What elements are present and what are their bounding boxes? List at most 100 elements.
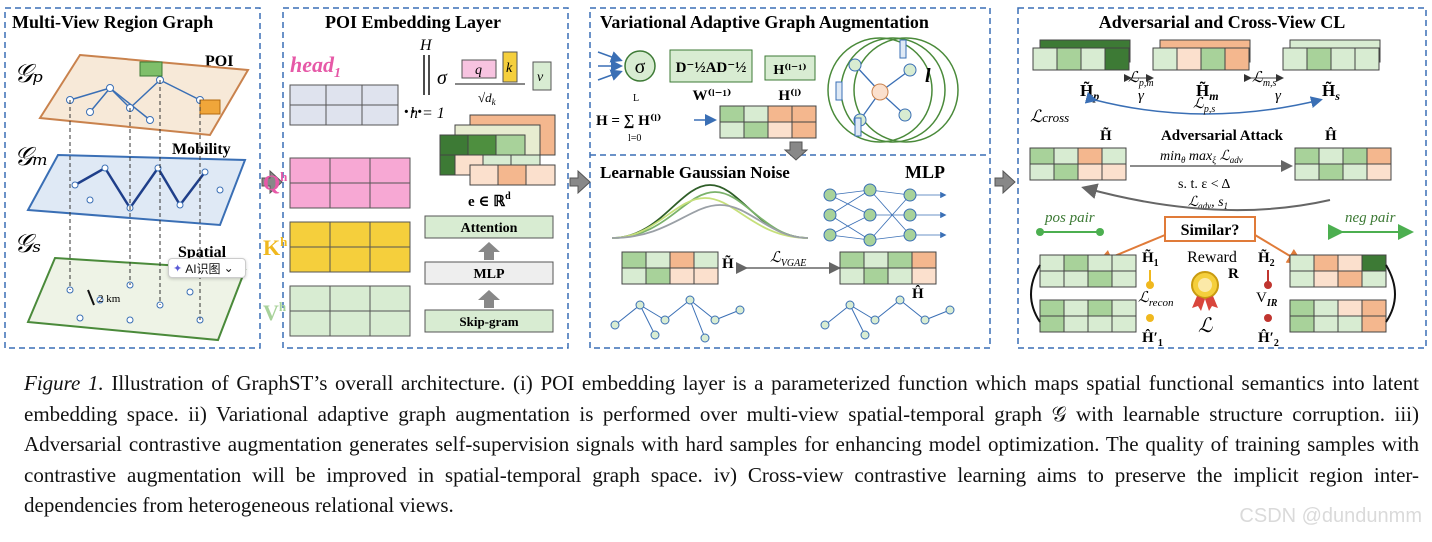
h2-vir-dot <box>1264 281 1272 289</box>
vir-label: VIR <box>1256 290 1278 309</box>
skipgram-label: Skip-gram <box>459 314 518 329</box>
sum-formula: H = ∑ H⁽ˡ⁾ <box>596 113 661 129</box>
constraint-label: s. t. ε < Δ <box>1178 177 1230 192</box>
v-label: v <box>537 70 544 85</box>
h2-label: H̃2 <box>1258 249 1275 269</box>
lrecon-label: ℒrecon <box>1138 290 1174 309</box>
left-graph-nodes <box>610 295 745 343</box>
gcn-feature-1 <box>835 81 843 101</box>
caption-label: Figure 1. <box>24 371 104 395</box>
graph-m-label: 𝒢ₘ <box>14 142 48 171</box>
mobility-layer-plane <box>26 153 247 227</box>
panel2-title: POI Embedding Layer <box>325 12 501 32</box>
sigma-inputs <box>597 51 623 81</box>
q-box <box>461 59 497 79</box>
concat-h1: h = 1 <box>410 105 445 122</box>
mlp-box <box>424 261 554 285</box>
chevron-down-icon: ⌄ <box>223 261 234 275</box>
hl1-label: H⁽ˡ⁻¹⁾ <box>773 63 806 78</box>
hhat-matrix <box>839 251 937 285</box>
poi-map-icon <box>139 61 163 77</box>
ai-recognize-chip[interactable]: ✦ AI识图 ⌄ <box>168 258 246 278</box>
h2-matrix-top <box>1289 254 1387 288</box>
lpm-label: ℒp,m <box>1128 70 1154 89</box>
flow-arrow-1 <box>261 169 283 195</box>
right-graph-nodes <box>820 295 955 340</box>
pos-pair-dot-left <box>1036 228 1044 236</box>
reward-medal-inner <box>1198 278 1212 292</box>
hs-label: H̃s <box>1322 80 1340 103</box>
total-loss-L: ℒ <box>1198 315 1213 337</box>
k-box <box>502 51 518 83</box>
stack-arrows <box>478 242 500 308</box>
dad-label: D⁻½AD⁻½ <box>676 60 747 76</box>
sqrt-dk: √dk <box>478 90 497 107</box>
mobility-layer-graph <box>74 165 206 211</box>
gcn-feature-3 <box>854 117 862 137</box>
Vh-text: Vh <box>263 299 287 325</box>
adv-title: Adversarial Attack <box>1161 128 1284 144</box>
h2p-vir-dot <box>1264 314 1272 322</box>
htilde-label: H̃ <box>722 255 734 272</box>
minmax-label: minθ maxξ ℒadv <box>1160 149 1243 165</box>
h1-matrix-bottom <box>1039 299 1137 333</box>
noise-mlp-net <box>829 189 947 241</box>
panel4-title: Adversarial and Cross-View CL <box>1099 12 1346 32</box>
poi-shop-icon <box>199 99 221 115</box>
embedding-label: e ∈ ℝd <box>468 191 511 210</box>
head-label: head1 <box>290 52 341 81</box>
sum-output-matrix <box>719 105 817 139</box>
caption-text: Illustration of GraphST’s overall archit… <box>24 371 1419 517</box>
figure-caption: Figure 1. Illustration of GraphST’s over… <box>24 368 1419 521</box>
skipgram-box <box>424 309 554 333</box>
poi-label: POI <box>205 53 233 70</box>
panel1-title: Multi-View Region Graph <box>12 12 213 32</box>
layer-l-label: l <box>925 65 931 87</box>
h2-matrix-bottom <box>1289 299 1387 333</box>
scale-label: 2 km <box>98 293 121 305</box>
attention-box <box>424 215 554 239</box>
flow-arrow-2 <box>569 169 591 195</box>
ps-arc <box>1084 91 1323 115</box>
reward-R: R <box>1228 266 1239 282</box>
embedding-stack <box>439 114 556 186</box>
left-graph-edges <box>614 299 741 339</box>
h1-matrix-top <box>1039 254 1137 288</box>
sum-bottom: l=0 <box>628 133 641 144</box>
adv-htilde: H̃ <box>1100 127 1112 144</box>
hl-label: H⁽ˡ⁾ <box>778 88 801 104</box>
spatial-label: Spatial <box>178 244 227 261</box>
ai-chip-label: AI识图 <box>185 261 221 276</box>
panel-poi-frame <box>282 7 569 349</box>
sum-top: L <box>633 93 639 104</box>
hs-matrix <box>1282 39 1381 71</box>
poi-layer-nodes <box>66 76 204 124</box>
neg-pair-label: neg pair <box>1345 210 1396 226</box>
h1p-recon-dot <box>1146 314 1154 322</box>
h2-brace <box>1385 264 1396 323</box>
pos-pair-label: pos pair <box>1044 210 1095 226</box>
mlp-label: MLP <box>473 267 505 282</box>
hm-matrix <box>1152 39 1251 71</box>
mobility-layer-nodes <box>71 164 224 212</box>
noise-mlp-nodes <box>823 183 917 247</box>
v-box <box>532 61 552 91</box>
gcn-layers <box>827 37 959 143</box>
graph-s-label: 𝒢ₛ <box>14 229 41 258</box>
layer-connectors <box>69 80 201 320</box>
flow-arrow-3 <box>994 169 1016 195</box>
head-matrix <box>289 84 399 126</box>
adv-return-arc <box>1081 183 1331 212</box>
reward-label: Reward <box>1187 249 1237 266</box>
adv-hhat: Ĥ <box>1325 127 1337 144</box>
h1-brace <box>1030 264 1041 323</box>
q-label: q <box>475 63 482 78</box>
htilde-matrix <box>621 251 719 285</box>
dad-box <box>669 49 753 83</box>
panel3-title: Variational Adaptive Graph Augmentation <box>600 12 929 32</box>
hhat-label: Ĥ <box>912 285 924 302</box>
similar-box <box>1164 216 1256 242</box>
gaussian-curves <box>611 184 809 239</box>
vgae-loss: ℒVGAE <box>770 250 806 269</box>
graph-p-label: 𝒢ₚ <box>14 59 43 88</box>
